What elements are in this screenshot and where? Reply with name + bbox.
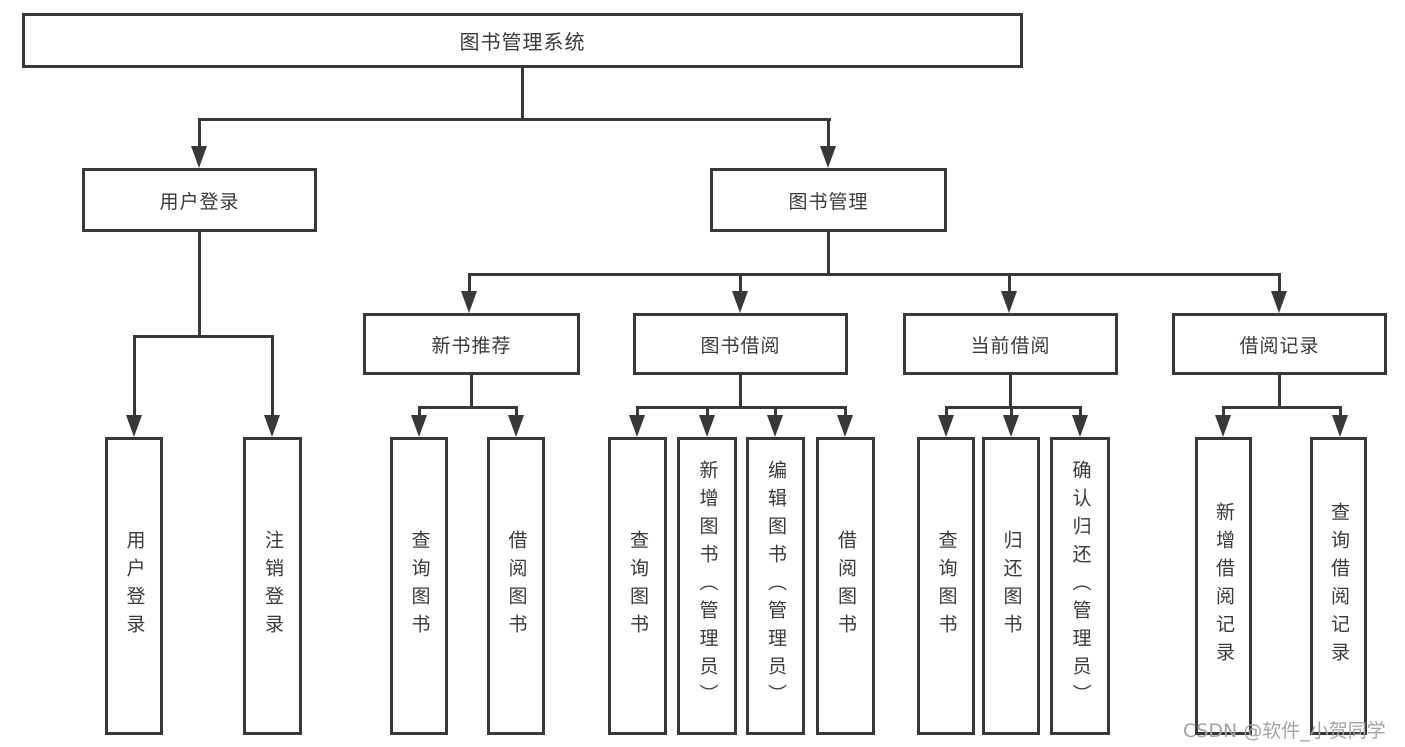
node-query-borrow-record: 查询借阅记录 (1310, 437, 1367, 735)
connector-drop-confirm-return (1079, 406, 1082, 417)
node-leaf-logout: 注销登录 (243, 437, 302, 735)
connector-new-book-branch (418, 406, 518, 409)
connector-drop-add-book (706, 406, 709, 417)
connector-drop-borrow-1 (515, 406, 518, 417)
connector-drop-leaf-logout (271, 335, 274, 419)
connector-user-login-stem (198, 232, 201, 335)
connector-drop-return-books (1010, 406, 1013, 417)
node-query-books-borrowing: 查询图书 (608, 437, 667, 735)
node-book-borrowing: 图书借阅 (633, 313, 848, 375)
arrowhead-borrow-2 (837, 415, 853, 437)
arrowhead-query-3 (938, 415, 954, 437)
connector-drop-query-1 (418, 406, 421, 417)
arrowhead-user-login (191, 146, 207, 168)
connector-current-borrowing-branch (945, 406, 1082, 409)
node-query-books-recommend: 查询图书 (390, 437, 448, 735)
arrowhead-leaf-logout (264, 415, 280, 437)
node-borrowing-records: 借阅记录 (1172, 313, 1387, 375)
node-confirm-return-admin: 确认归还（管理员） (1050, 437, 1110, 735)
node-new-book-recommendation: 新书推荐 (363, 313, 580, 375)
connector-drop-query-record (1339, 406, 1342, 417)
connector-book-borrowing-stem (739, 375, 742, 406)
connector-new-book-stem (470, 375, 473, 406)
node-borrow-books: 借阅图书 (816, 437, 875, 735)
connector-drop-query-3 (945, 406, 948, 417)
arrowhead-book-management (820, 146, 836, 168)
arrowhead-new-book (461, 291, 477, 313)
arrowhead-borrow-1 (508, 415, 524, 437)
connector-user-login-branch (133, 335, 274, 338)
connector-root-stem (521, 68, 524, 118)
csdn-watermark: CSDN @软件_小贺同学 (1183, 720, 1386, 742)
node-book-management: 图书管理 (710, 168, 947, 232)
arrowhead-current-borrowing (1001, 291, 1017, 313)
connector-drop-book-borrowing (739, 273, 742, 293)
node-current-borrowing: 当前借阅 (903, 313, 1118, 375)
arrowhead-leaf-user-login (126, 415, 142, 437)
connector-drop-new-book (468, 273, 471, 293)
connector-drop-borrowing-records (1278, 273, 1281, 293)
connector-drop-user-login (198, 118, 201, 150)
node-add-borrow-record: 新增借阅记录 (1195, 437, 1252, 735)
node-add-book-admin: 新增图书（管理员） (677, 437, 737, 735)
connector-drop-borrow-2 (844, 406, 847, 417)
node-return-books: 归还图书 (982, 437, 1040, 735)
arrowhead-return-books (1003, 415, 1019, 437)
connector-borrowing-records-stem (1278, 375, 1281, 406)
connector-drop-query-2 (636, 406, 639, 417)
node-user-login: 用户登录 (82, 168, 317, 232)
connector-drop-current-borrowing (1008, 273, 1011, 293)
node-query-books-current: 查询图书 (917, 437, 975, 735)
arrowhead-borrowing-records (1271, 291, 1287, 313)
arrowhead-add-book (699, 415, 715, 437)
arrowhead-query-record (1332, 415, 1348, 437)
arrowhead-book-borrowing (732, 291, 748, 313)
arrowhead-edit-book (767, 415, 783, 437)
arrowhead-confirm-return (1072, 415, 1088, 437)
connector-borrowing-records-branch (1222, 406, 1342, 409)
node-library-management-system: 图书管理系统 (22, 13, 1023, 68)
connector-book-borrowing-branch (636, 406, 847, 409)
connector-drop-add-record (1222, 406, 1225, 417)
arrowhead-add-record (1215, 415, 1231, 437)
node-borrow-books-recommend: 借阅图书 (487, 437, 545, 735)
connector-drop-leaf-user-login (133, 335, 136, 419)
connector-current-borrowing-stem (1009, 375, 1012, 406)
connector-drop-edit-book (774, 406, 777, 417)
node-edit-book-admin: 编辑图书（管理员） (746, 437, 805, 735)
connector-drop-book-management (827, 118, 830, 150)
node-leaf-user-login: 用户登录 (105, 437, 163, 735)
arrowhead-query-1 (411, 415, 427, 437)
connector-book-mgmt-stem (827, 232, 830, 273)
arrowhead-query-2 (629, 415, 645, 437)
connector-root-branch (198, 118, 831, 121)
connector-book-mgmt-branch (468, 273, 1281, 276)
